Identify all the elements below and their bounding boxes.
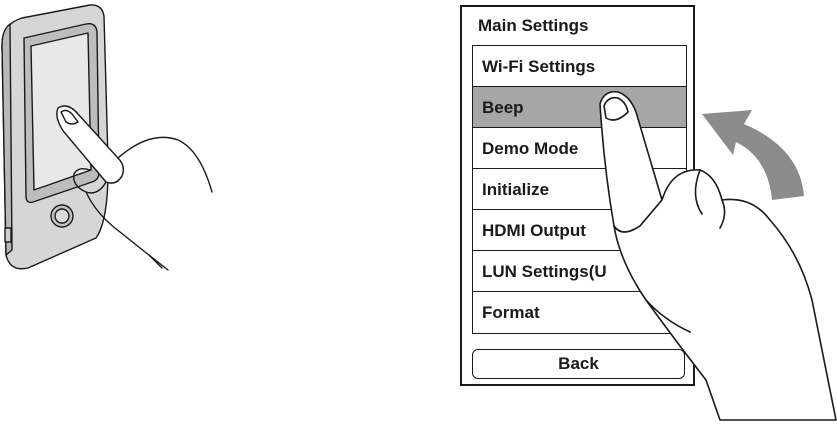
device-side-switch [4,227,12,243]
curved-arrow-icon [702,110,804,200]
menu-item-wifi-settings[interactable]: Wi-Fi Settings [473,46,686,87]
left-hand-back [117,136,213,193]
left-palm-lower [85,191,169,271]
settings-menu-panel: Main Settings Wi-Fi Settings Beep Demo M… [460,5,695,386]
left-curled-fingers [73,167,107,194]
menu-item-beep[interactable]: Beep [473,87,686,128]
left-wrist [149,255,163,269]
right-finger-crease [719,199,726,229]
menu-item-hdmi-output[interactable]: HDMI Output [473,210,686,251]
menu-item-initialize[interactable]: Initialize [473,169,686,210]
menu-item-lun-settings[interactable]: LUN Settings(U [473,251,686,292]
left-index-finger [56,105,125,184]
device-side-edge [1,23,13,256]
menu-item-demo-mode[interactable]: Demo Mode [473,128,686,169]
settings-menu-list: Wi-Fi Settings Beep Demo Mode Initialize… [472,45,687,334]
left-fingernail [60,109,80,125]
back-button[interactable]: Back [472,349,685,379]
right-fingernail [603,96,629,121]
device-home-button-inner [54,208,70,224]
right-palm-crease [645,299,691,333]
right-hand-palm [613,169,837,421]
left-hand [56,105,213,271]
menu-item-format[interactable]: Format [482,303,540,322]
menu-title: Main Settings [478,16,589,35]
right-knuckle-line [694,169,703,215]
right-hand [599,90,837,421]
